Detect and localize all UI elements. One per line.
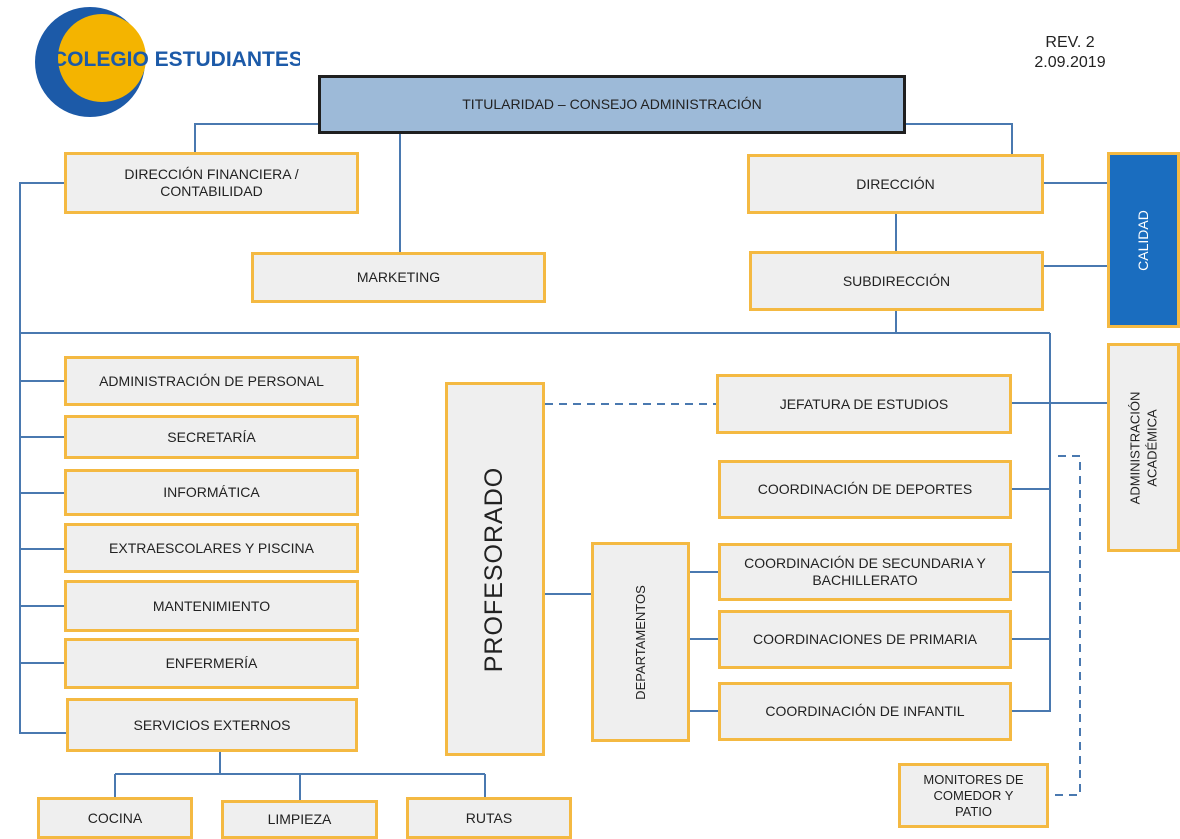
logo: COLEGIO ESTUDIANTES <box>10 6 303 118</box>
box-enfermeria: ENFERMERÍA <box>64 638 359 689</box>
box-jefatura-estudios: JEFATURA DE ESTUDIOS <box>716 374 1012 434</box>
connector-financiera-spine <box>19 182 66 734</box>
box-limpieza: LIMPIEZA <box>221 800 378 839</box>
dashed-monitores <box>1050 455 1081 796</box>
box-rutas: RUTAS <box>406 797 572 839</box>
logo-text: COLEGIO ESTUDIANTES <box>52 48 300 71</box>
box-informatica: INFORMÁTICA <box>64 469 359 516</box>
revision-number: REV. 2 <box>1045 34 1095 51</box>
box-coordinacion-deportes: COORDINACIÓN DE DEPORTES <box>718 460 1012 519</box>
logo-graphic: COLEGIO ESTUDIANTES <box>35 7 303 117</box>
box-coordinacion-infantil: COORDINACIÓN DE INFANTIL <box>718 682 1012 741</box>
box-extraescolares: EXTRAESCOLARES Y PISCINA <box>64 523 359 573</box>
connector-top-left <box>194 123 320 155</box>
box-marketing: MARKETING <box>251 252 546 303</box>
box-mantenimiento: MANTENIMIENTO <box>64 580 359 632</box>
box-departamentos: DEPARTAMENTOS <box>591 542 690 742</box>
box-direccion: DIRECCIÓN <box>747 154 1044 214</box>
box-cocina: COCINA <box>37 797 193 839</box>
connector-top-right <box>904 123 1013 155</box>
connector-right-spine <box>1012 333 1051 712</box>
revision-info: REV. 2 2.09.2019 <box>1010 33 1130 73</box>
box-profesorado: PROFESORADO <box>445 382 545 756</box>
box-calidad: CALIDAD <box>1107 152 1180 328</box>
revision-date: 2.09.2019 <box>1034 54 1106 71</box>
box-servicios-externos: SERVICIOS EXTERNOS <box>66 698 358 752</box>
box-titularidad: TITULARIDAD – CONSEJO ADMINISTRACIÓN <box>318 75 906 134</box>
box-coordinaciones-primaria: COORDINACIONES DE PRIMARIA <box>718 610 1012 669</box>
box-secretaria: SECRETARÍA <box>64 415 359 459</box>
box-direccion-financiera: DIRECCIÓN FINANCIERA /CONTABILIDAD <box>64 152 359 214</box>
box-subdireccion: SUBDIRECCIÓN <box>749 251 1044 311</box>
box-administracion-personal: ADMINISTRACIÓN DE PERSONAL <box>64 356 359 406</box>
